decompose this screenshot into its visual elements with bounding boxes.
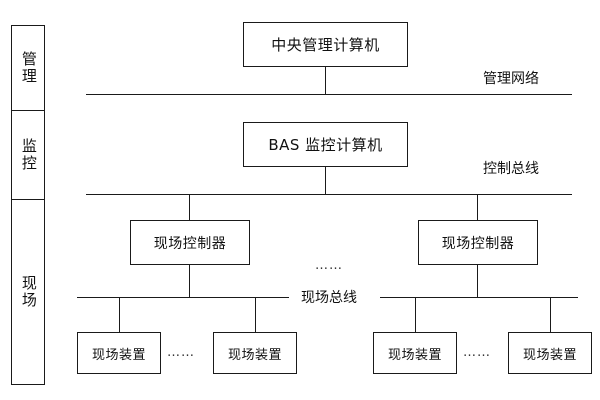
stage-rail-cell-manage: 管理 [11, 25, 45, 111]
bus-line-field-bus-left [77, 297, 289, 298]
node-label-field-device-4: 现场装置 [522, 347, 577, 363]
connector-management-network-to-bas [325, 167, 326, 194]
connector-controller-left-to-field-bus [189, 265, 190, 297]
ellipsis-between-devices-left: …… [167, 345, 195, 360]
connector-control-bus-to-controller-right [477, 194, 478, 220]
node-field-controller-left[interactable]: 现场控制器 [130, 220, 250, 265]
node-bas-monitoring-computer[interactable]: BAS 监控计算机 [243, 122, 408, 167]
bus-line-control-bus [86, 194, 572, 195]
connector-field-bus-to-device-3 [415, 297, 416, 332]
node-field-device-4[interactable]: 现场装置 [508, 332, 592, 374]
node-label-field-device-1: 现场装置 [91, 347, 146, 363]
node-central-management-computer[interactable]: 中央管理计算机 [243, 22, 408, 67]
bus-label-control-bus: 控制总线 [483, 158, 539, 178]
bus-label-management-network: 管理网络 [483, 68, 539, 88]
stage-rail-cell-field: 现场 [11, 199, 45, 385]
node-field-device-3[interactable]: 现场装置 [373, 332, 457, 374]
stage-rail-label-monitor: 监控 [19, 138, 38, 172]
connector-control-bus-to-controller-left [189, 194, 190, 220]
ellipsis-between-devices-right: …… [463, 345, 491, 360]
node-field-device-1[interactable]: 现场装置 [77, 332, 161, 374]
node-label-field-device-2: 现场装置 [227, 347, 282, 363]
node-label-bas-monitoring-computer: BAS 监控计算机 [268, 136, 383, 154]
connector-field-bus-to-device-4 [550, 297, 551, 332]
stage-rail-label-field: 现场 [19, 275, 38, 309]
node-label-central-management-computer: 中央管理计算机 [271, 36, 380, 54]
node-field-device-2[interactable]: 现场装置 [213, 332, 297, 374]
stage-rail-label-manage: 管理 [19, 51, 38, 85]
connector-controller-right-to-field-bus [477, 265, 478, 297]
bus-line-field-bus-right [380, 297, 578, 298]
connector-central-to-management-network [325, 67, 326, 94]
connector-field-bus-to-device-1 [119, 297, 120, 332]
node-field-controller-right[interactable]: 现场控制器 [418, 220, 538, 265]
node-label-field-device-3: 现场装置 [387, 347, 442, 363]
connector-field-bus-to-device-2 [255, 297, 256, 332]
stage-rail-cell-monitor: 监控 [11, 110, 45, 200]
node-label-field-controller-right: 现场控制器 [441, 235, 515, 252]
bus-label-field-bus: 现场总线 [297, 287, 361, 307]
ellipsis-between-controllers: …… [315, 258, 343, 273]
bus-line-management-network [86, 94, 572, 95]
node-label-field-controller-left: 现场控制器 [153, 235, 227, 252]
